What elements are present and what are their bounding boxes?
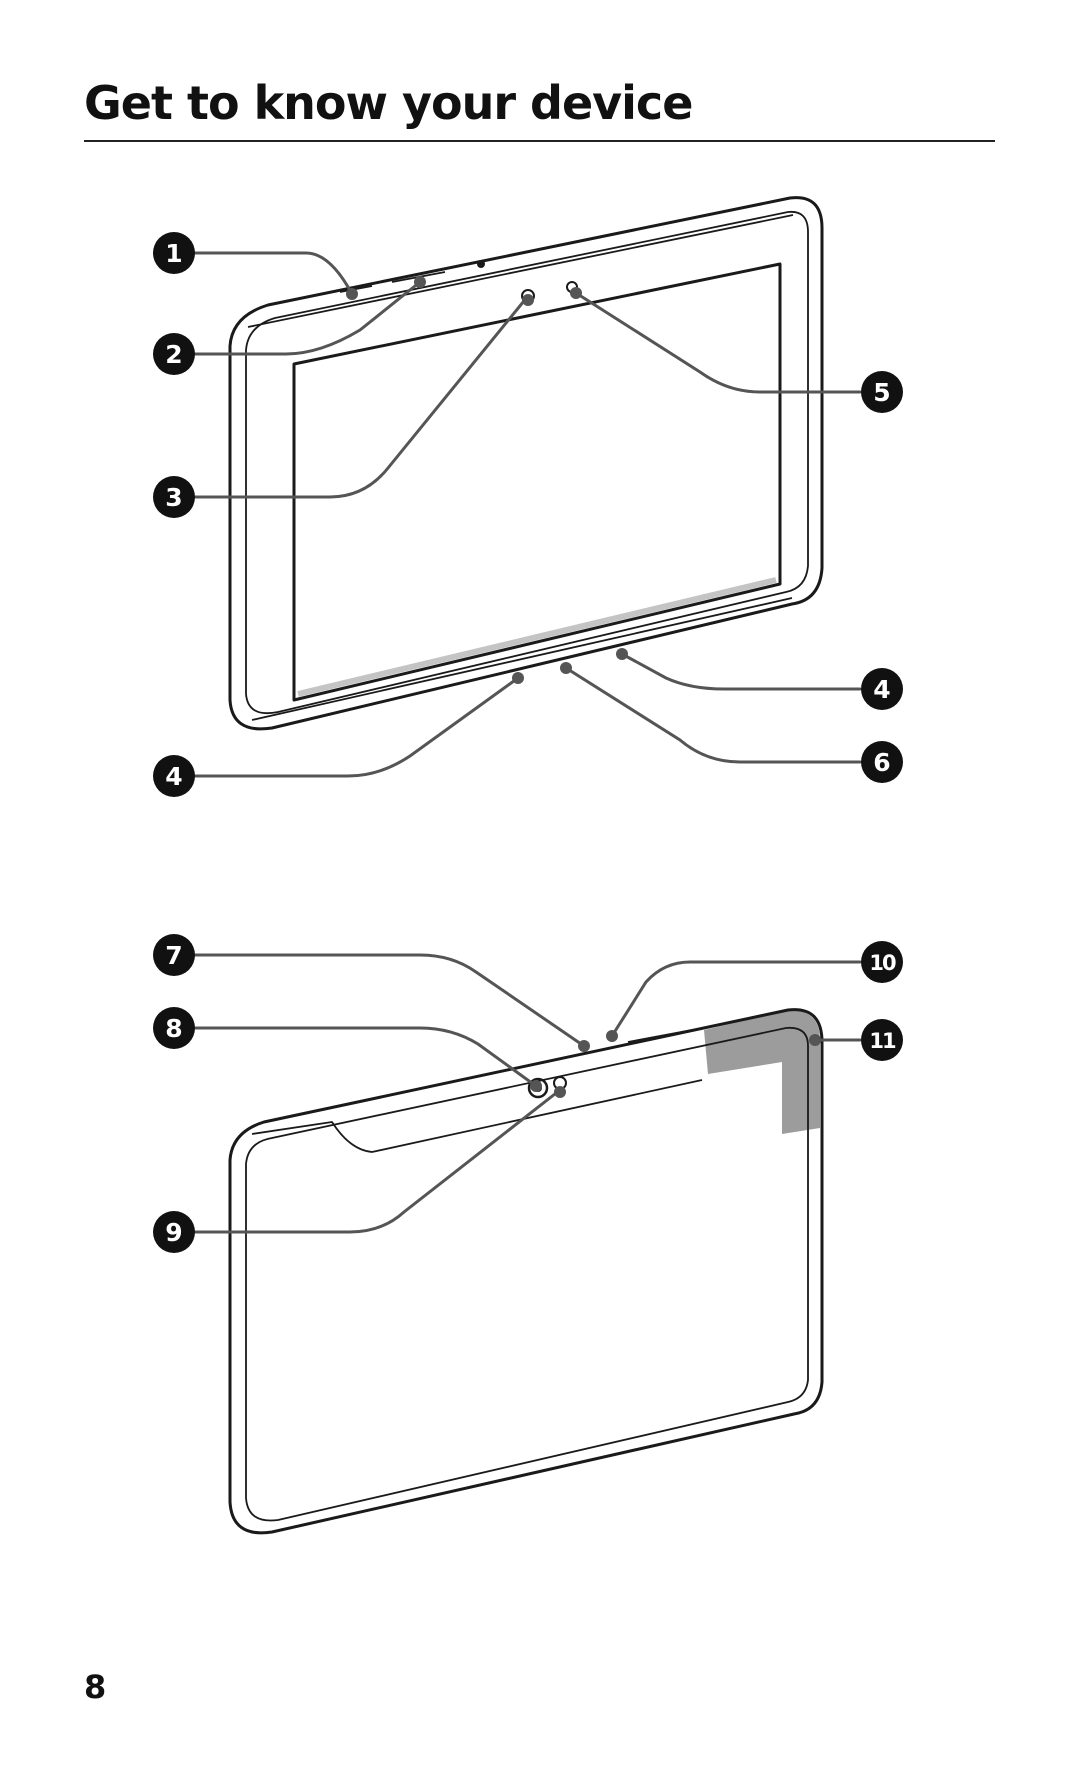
page-title: Get to know your device [84,76,693,130]
front-callout-leaders [193,251,862,778]
leader-10-dot [606,1030,618,1042]
leader-2-dot [414,276,426,288]
leader-7 [193,953,586,1048]
leader-1 [193,251,354,296]
callout-number: 6 [873,748,890,777]
back-top-seam [251,1079,703,1153]
leader-7-dot [578,1040,590,1052]
power-button-slot [339,285,373,293]
back-top-slot [627,1029,693,1043]
callout-badge-8: 8 [153,1007,195,1049]
leader-9 [193,1088,562,1234]
leader-9-dot [554,1086,566,1098]
leader-4-left [193,676,520,778]
rear-camera-lens [527,1077,549,1099]
callout-number: 7 [165,941,182,970]
callout-number: 11 [869,1029,896,1053]
callout-number: 8 [165,1014,182,1043]
callout-badge-3: 3 [153,476,195,518]
leader-3 [193,294,530,499]
back-body-outline [228,1008,824,1535]
leader-5 [574,291,862,394]
callout-badge-7: 7 [153,934,195,976]
leader-3-dot [522,294,534,306]
leader-2 [193,280,422,356]
callout-badge-2: 2 [153,333,195,375]
page-number: 8 [84,1668,107,1706]
title-divider [84,140,995,142]
back-callout-leaders [193,953,862,1234]
screen [292,262,782,702]
callout-number: 4 [873,675,890,704]
leader-1-dot [346,288,358,300]
callout-badge-4-right: 4 [861,668,903,710]
callout-badge-11: 11 [861,1019,903,1061]
front-bottom-edge-line [251,597,793,721]
callout-badge-4-left: 4 [153,755,195,797]
callout-badge-9: 9 [153,1211,195,1253]
leader-6 [564,666,862,764]
leader-11-dot [809,1034,821,1046]
callout-badge-5: 5 [861,371,903,413]
callout-badge-6: 6 [861,741,903,783]
callout-number: 1 [165,239,182,268]
callout-number: 2 [165,340,182,369]
callout-number: 5 [873,378,890,407]
tablet-back-view [228,1008,824,1535]
front-bezel-inner-line [245,210,809,715]
leader-5-dot [570,287,582,299]
front-top-edge-line [247,214,794,328]
callout-number: 3 [165,483,182,512]
leader-10 [610,960,862,1038]
callout-number: 10 [869,951,896,975]
headset-jack-top [477,260,485,268]
back-inner-edge-line [245,1026,809,1522]
tablet-front-view [228,196,824,731]
leader-6-dot [560,662,572,674]
callout-number: 4 [165,762,182,791]
antenna-highlight-region [704,1010,820,1134]
leader-8 [193,1026,538,1088]
callout-badge-1: 1 [153,232,195,274]
leader-4-right-dot [616,648,628,660]
callout-number: 9 [165,1218,182,1247]
callout-badge-10: 10 [861,941,903,983]
leader-8-dot [530,1080,542,1092]
leader-4-left-dot [512,672,524,684]
leader-4-right [620,652,862,691]
screen-bottom-shadow [297,577,777,697]
